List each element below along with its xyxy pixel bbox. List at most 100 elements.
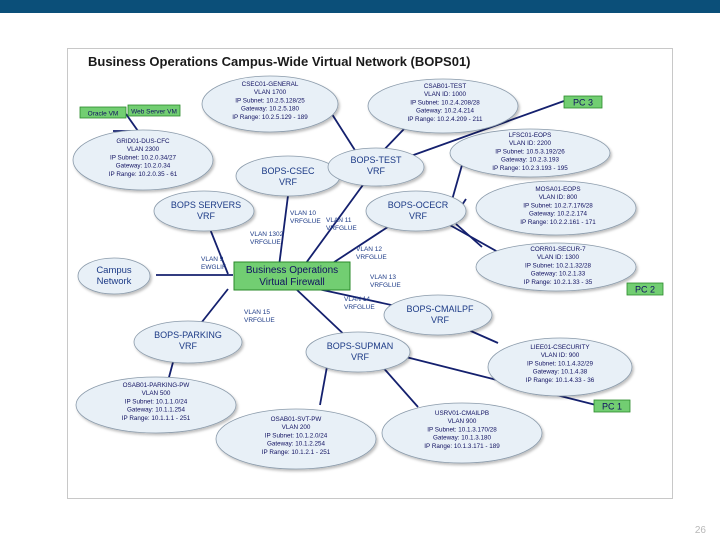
link-label-4b: EWGLIF bbox=[201, 264, 226, 271]
campus-line2: Network bbox=[97, 276, 132, 287]
subnet-line: MOSA01-EOPS bbox=[535, 186, 580, 193]
vrf-parking-line2: VRF bbox=[179, 341, 198, 351]
subnet-line: Gateway: 10.1.1.254 bbox=[127, 407, 186, 414]
cloud-vrf-parking bbox=[133, 320, 243, 364]
subnet-line: IP Range: 10.2.0.35 - 61 bbox=[109, 171, 178, 178]
cloud-vrf-cmailpf bbox=[383, 294, 493, 336]
subnet-line: Gateway: 10.1.4.38 bbox=[533, 369, 588, 376]
cloud-liee-subnet bbox=[487, 337, 633, 397]
subnet-line: Gateway: 10.2.0.34 bbox=[116, 163, 171, 170]
subnet-line: IP Range: 10.2.5.129 - 189 bbox=[232, 114, 308, 121]
link-label-2b: VRFGLUE bbox=[326, 225, 357, 232]
link-test bbox=[297, 177, 369, 275]
link-label-5b: VRFGLUE bbox=[356, 254, 387, 261]
cloud-campus bbox=[77, 257, 151, 295]
top-bar bbox=[0, 0, 720, 13]
subnet-line: IP Range: 10.2.4.209 - 211 bbox=[407, 116, 483, 123]
branch-csec-subnet bbox=[329, 110, 359, 156]
link-label-5a: VLAN 12 bbox=[356, 246, 382, 253]
vrf-parking-line1: BOPS-PARKING bbox=[154, 330, 222, 340]
link-label-1a: VLAN 10 bbox=[290, 210, 316, 217]
web-server-vm-tag bbox=[127, 104, 181, 117]
cloud-mosa-subnet bbox=[475, 180, 637, 236]
subnet-line: Gateway: 10.2.4.214 bbox=[416, 108, 475, 115]
subnet-line: CSEC01-GENERAL bbox=[242, 81, 299, 88]
subnet-line: LFSC01-EOPS bbox=[509, 132, 552, 139]
subnet-line: LIEE01-CSECURITY bbox=[530, 344, 590, 351]
subnet-line: Gateway: 10.2.3.193 bbox=[501, 157, 560, 164]
oracle-vm-label: Oracle VM bbox=[88, 111, 119, 118]
vrf-test-line2: VRF bbox=[367, 166, 386, 176]
link-label-2a: VLAN 11 bbox=[326, 217, 352, 224]
campus-line1: Campus bbox=[96, 265, 132, 276]
subnet-line: Gateway: 10.2.5.180 bbox=[241, 106, 300, 113]
subnet-line: Gateway: 10.2.1.33 bbox=[531, 271, 586, 278]
cloud-vrf-supman bbox=[305, 331, 411, 373]
subnet-line: VLAN ID: 1000 bbox=[424, 91, 467, 98]
vrf-ocecr-line2: VRF bbox=[409, 211, 428, 221]
branch-usrv bbox=[379, 363, 419, 408]
subnet-line: GRID01-DUS-CFC bbox=[116, 138, 170, 145]
link-label-7a: VLAN 14 bbox=[344, 296, 370, 303]
vrf-cmailpf-line2: VRF bbox=[431, 315, 450, 325]
subnet-line: IP Range: 10.2.2.161 - 171 bbox=[520, 219, 596, 226]
subnet-line: IP Subnet: 10.2.4.208/28 bbox=[410, 99, 480, 106]
cloud-vrf-ocecr bbox=[365, 190, 467, 232]
subnet-line: VLAN 500 bbox=[142, 390, 171, 397]
oracle-vm-tag bbox=[79, 106, 127, 119]
link-label-8b: VRFGLUE bbox=[244, 317, 275, 324]
cloud-csab-subnet bbox=[367, 78, 519, 134]
pc1-label: PC 1 bbox=[602, 402, 622, 412]
subnet-line: IP Subnet: 10.1.4.32/29 bbox=[527, 360, 594, 367]
subnet-line: IP Subnet: 10.1.2.0/24 bbox=[265, 432, 328, 439]
subnet-line: IP Subnet: 10.2.1.32/28 bbox=[525, 262, 592, 269]
branch-pc3 bbox=[407, 100, 565, 158]
pc2-box bbox=[626, 282, 664, 296]
vrf-labels: BOPS-CSEC VRF BOPS-TEST VRF BOPS SERVERS… bbox=[154, 155, 474, 362]
cloud-vrf-test bbox=[327, 147, 425, 187]
cloud-corr-subnet bbox=[475, 242, 637, 292]
page-number: 26 bbox=[694, 525, 706, 536]
vrf-test-line1: BOPS-TEST bbox=[350, 155, 402, 165]
vrf-ocecr-line1: BOPS-OCECR bbox=[388, 200, 449, 210]
link-label-3b: VRFGLUE bbox=[250, 239, 281, 246]
link-label-6b: VRFGLUE bbox=[370, 282, 401, 289]
link-label-7b: VRFGLUE bbox=[344, 304, 375, 311]
pc3-box bbox=[563, 95, 603, 109]
subnet-line: VLAN 200 bbox=[282, 424, 311, 431]
subnet-line: VLAN 2300 bbox=[127, 146, 160, 153]
subnet-line: VLAN ID: 2200 bbox=[509, 140, 552, 147]
pc1-box bbox=[593, 399, 631, 413]
pc2-label: PC 2 bbox=[635, 285, 655, 295]
subnet-line: IP Subnet: 10.2.5.128/25 bbox=[235, 97, 305, 104]
subnet-line: OSAB01-PARKING-PW bbox=[123, 382, 190, 389]
link-label-3a: VLAN 1302 bbox=[250, 231, 284, 238]
subnet-line: IP Range: 10.1.4.33 - 36 bbox=[526, 377, 595, 384]
vrf-supman-line2: VRF bbox=[351, 352, 370, 362]
subnet-line: OSAB01-SVT-PW bbox=[271, 416, 322, 423]
subnet-line: IP Subnet: 10.1.1.0/24 bbox=[125, 398, 188, 405]
subnet-clouds bbox=[72, 75, 637, 470]
subnet-line: IP Range: 10.2.1.33 - 35 bbox=[524, 279, 593, 286]
link-label-6a: VLAN 13 bbox=[370, 274, 396, 281]
diagram-title: Business Operations Campus-Wide Virtual … bbox=[88, 54, 471, 69]
diagram-canvas: Business Operations Campus-Wide Virtual … bbox=[72, 54, 664, 470]
subnet-line: CORR01-SECUR-7 bbox=[530, 246, 586, 253]
vrf-csec-line1: BOPS-CSEC bbox=[261, 166, 315, 176]
cloud-csec-subnet bbox=[201, 75, 339, 133]
web-server-vm-label: Web Server VM bbox=[131, 109, 177, 116]
vrf-clouds bbox=[77, 147, 493, 373]
subnet-line: IP Range: 10.2.3.193 - 195 bbox=[492, 165, 568, 172]
link-label-4a: VLAN 9 bbox=[201, 256, 224, 263]
firewall-box bbox=[233, 261, 351, 291]
vrf-servers-line2: VRF bbox=[197, 211, 216, 221]
cloud-svt-subnet bbox=[215, 408, 377, 470]
cloud-grid-subnet bbox=[72, 129, 214, 191]
